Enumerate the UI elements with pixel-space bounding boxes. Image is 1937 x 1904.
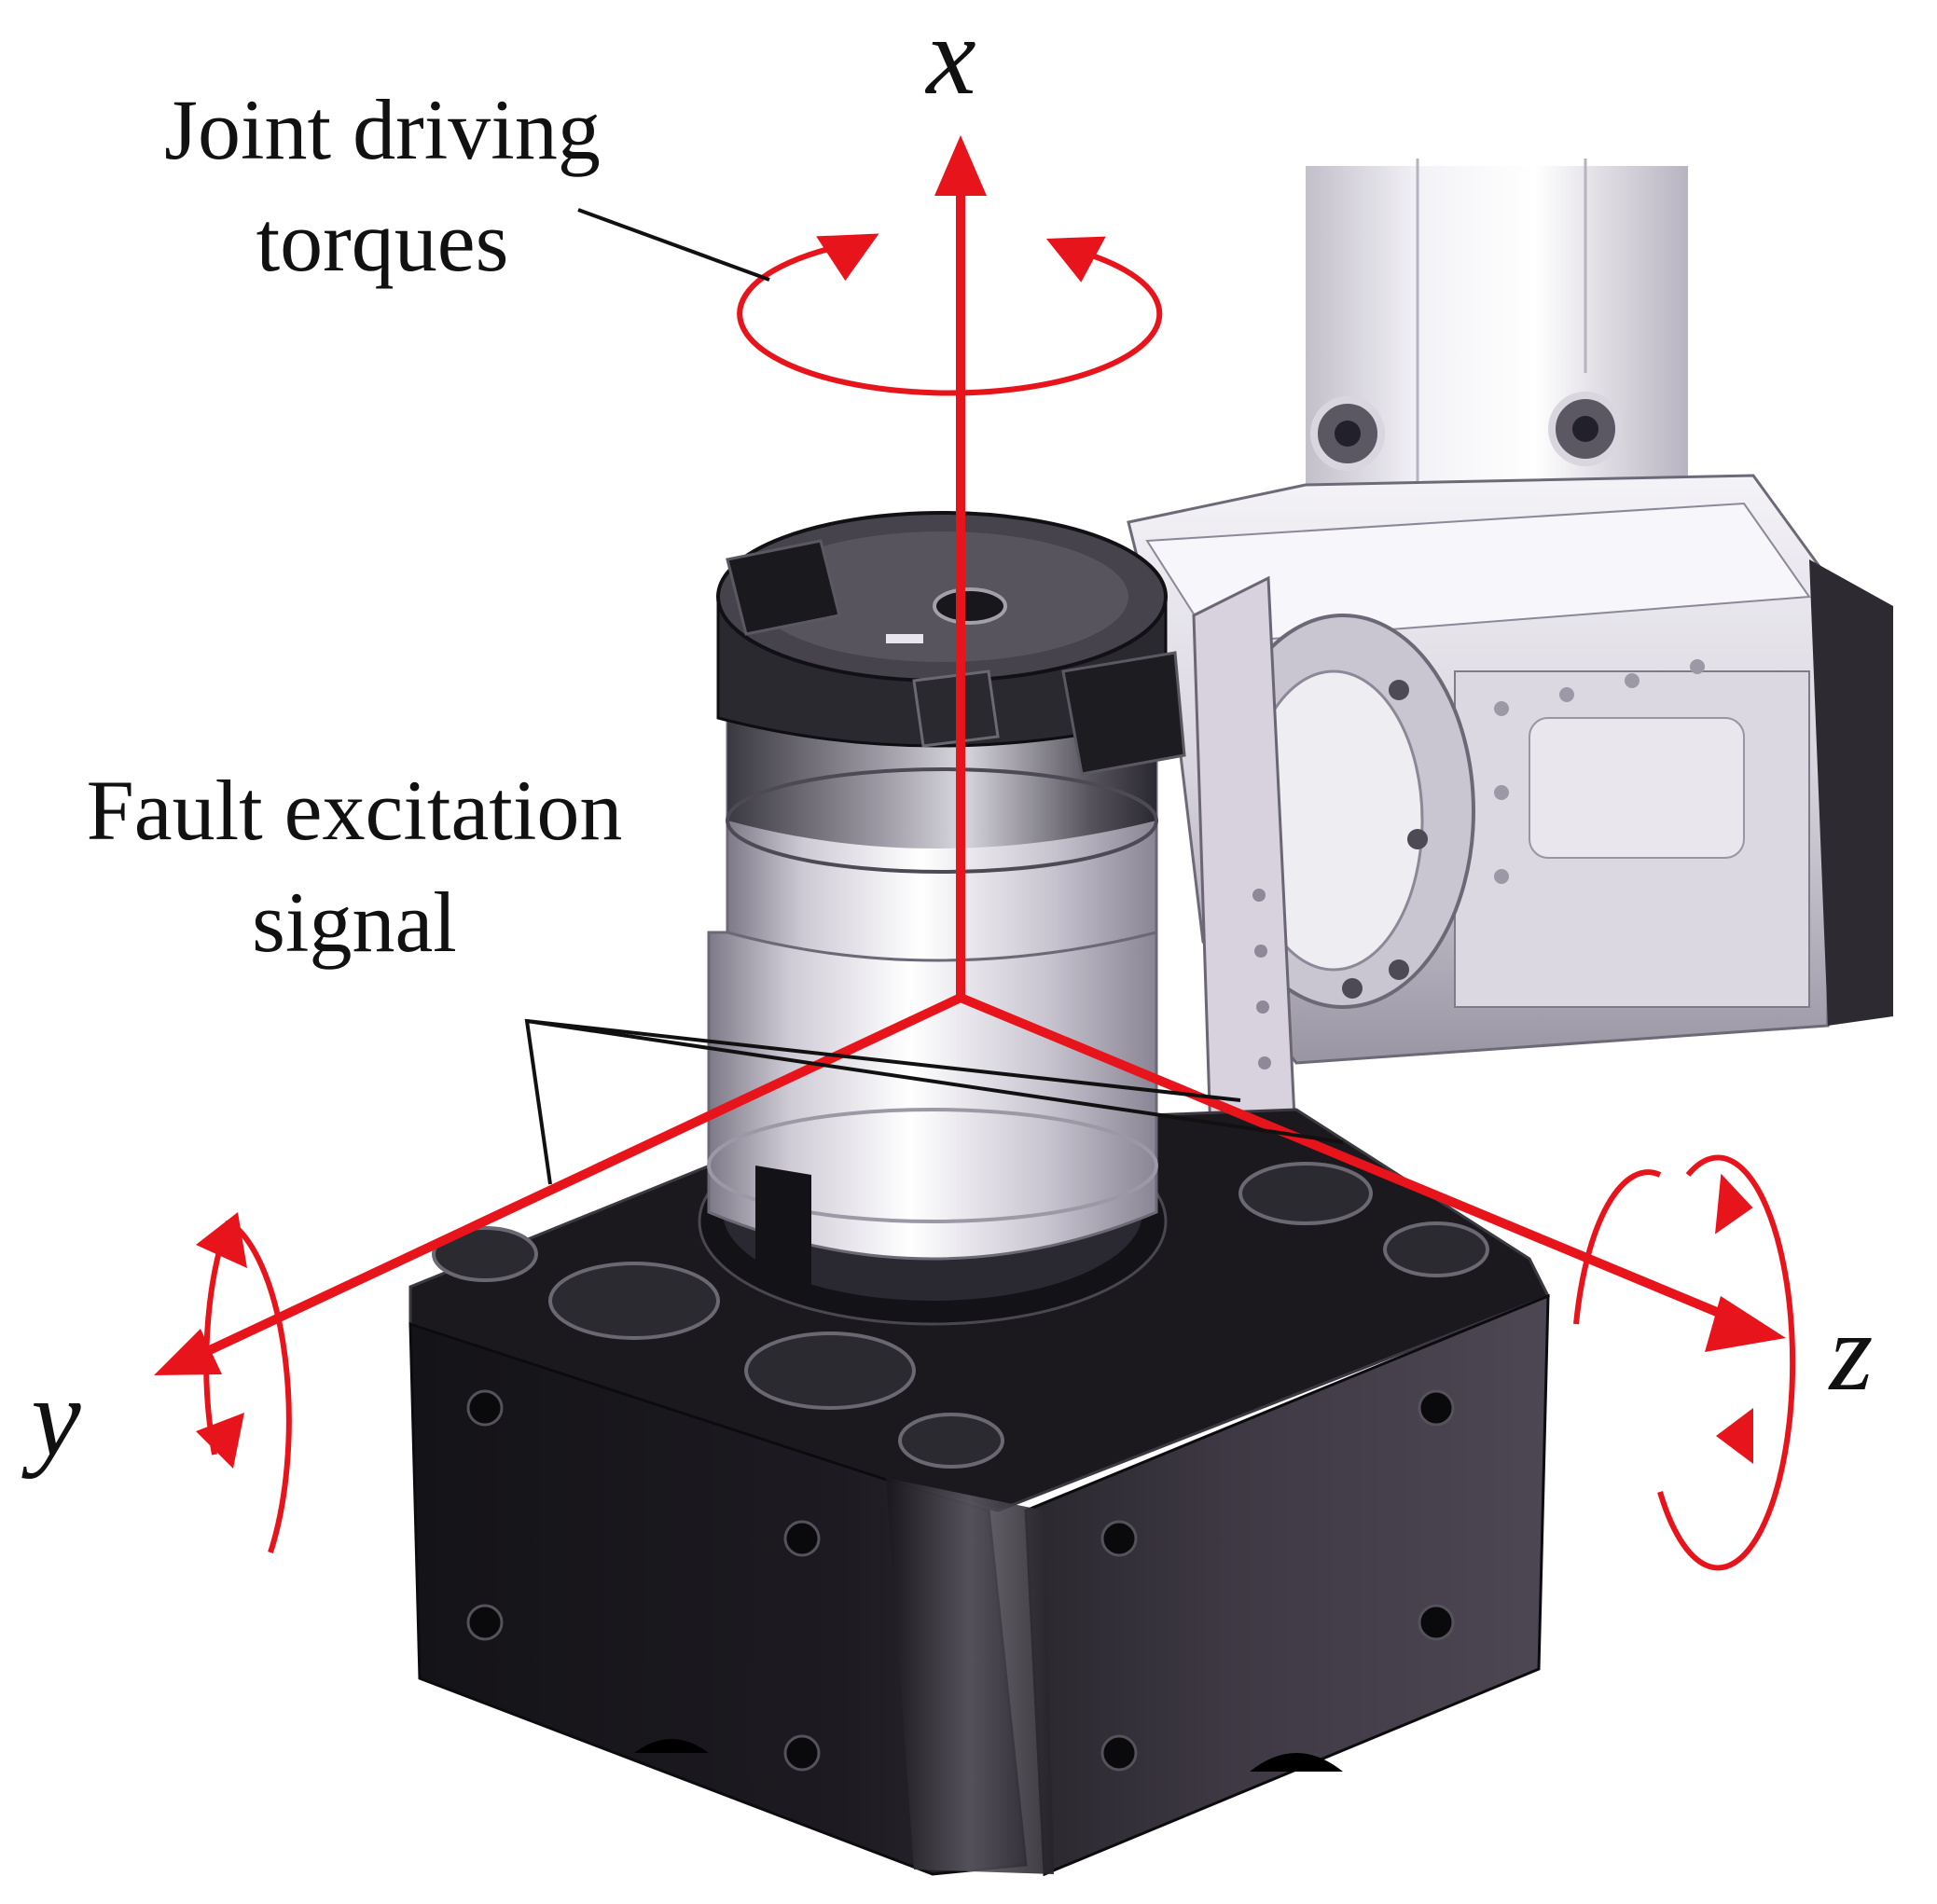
z-axis-arrowhead: [1705, 1296, 1786, 1352]
z-axis-label: z: [1828, 1290, 1874, 1414]
elbow-joint-housing: [1127, 474, 1893, 1065]
rotation-arrow-z: [1573, 1154, 1796, 1571]
fault-excitation-signal-label-line1: Fault excitation: [87, 763, 623, 858]
rotation-arrow-x: [737, 233, 1163, 396]
joint-driving-torques-label-line2: torques: [256, 194, 509, 289]
leader-lines: [524, 208, 1344, 1185]
z-axis-line: [959, 993, 1736, 1324]
fault-signal-leader-2: [526, 1019, 1344, 1144]
x-axis-arrowhead: [934, 135, 987, 196]
x-axis-label: x: [924, 0, 975, 117]
joint-module: [698, 511, 1186, 1326]
joint-torque-leader: [577, 208, 770, 282]
y-axis-line: [193, 993, 963, 1361]
rotation-arrow-y: [196, 1212, 292, 1553]
y-axis-label: y: [21, 1355, 81, 1479]
fault-excitation-signal-label-line2: signal: [252, 875, 457, 970]
joint-driving-torques-label-line1: Joint driving: [164, 82, 601, 177]
